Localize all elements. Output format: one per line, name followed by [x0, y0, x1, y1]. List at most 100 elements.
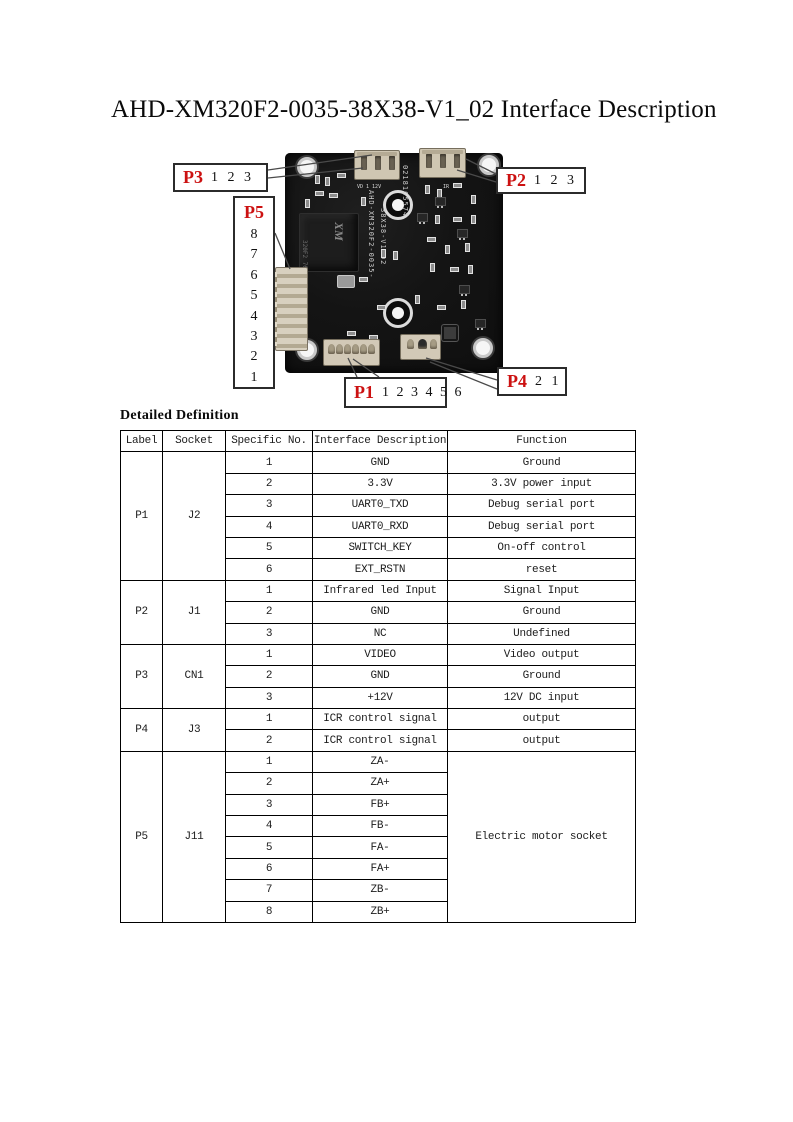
pin-number: 8 [250, 227, 258, 242]
pin-number: 1 [250, 369, 258, 385]
connector-label: P1 [354, 382, 374, 402]
smd-component [337, 173, 346, 178]
cell-specific-no: 1 [225, 579, 313, 603]
cell-interface-description: FB- [312, 815, 448, 838]
smd-component [381, 249, 386, 258]
column-header: Function [447, 429, 636, 453]
cell-specific-no: 3 [225, 622, 313, 645]
silkscreen-conn-left: VD 1 12V [357, 184, 382, 190]
cell-specific-no: 1 [225, 750, 313, 774]
smd-component [461, 300, 466, 309]
silkscreen-model-line2: 38X38-V1.02 [379, 208, 387, 266]
pin-bump [360, 344, 367, 354]
pin-bump [418, 339, 427, 349]
smd-component [465, 243, 470, 252]
label-box-p2: P2 1 2 3 [496, 167, 586, 194]
cell-interface-description: FB+ [312, 793, 448, 817]
cell-interface-description: FA+ [312, 857, 448, 881]
connector-j3-icr [400, 334, 441, 360]
cell-label: P3 [120, 643, 163, 710]
cell-interface-description: ICR control signal [312, 708, 448, 731]
cell-function: Ground [447, 451, 636, 474]
cell-socket: J11 [162, 750, 226, 923]
cell-interface-description: NC [312, 622, 448, 645]
cell-interface-description: ICR control signal [312, 729, 448, 752]
smd-component [315, 191, 324, 196]
cell-function: Electric motor socket [447, 750, 636, 923]
pin-slot [454, 154, 460, 168]
cell-socket: J1 [162, 579, 226, 645]
cell-interface-description: UART0_RXD [312, 515, 448, 538]
cell-specific-no: 8 [225, 900, 313, 923]
cell-specific-no: 1 [225, 451, 313, 474]
smd-component [450, 267, 459, 272]
pin-number: 4 [250, 308, 258, 324]
smd-component [305, 199, 310, 208]
cell-interface-description: VIDEO [312, 643, 448, 667]
cell-interface-description: UART0_TXD [312, 494, 448, 517]
cell-function: Signal Input [447, 579, 636, 603]
smd-component [453, 183, 462, 188]
ic-component [457, 229, 468, 240]
column-header: Socket [162, 429, 226, 453]
cell-function: Undefined [447, 622, 636, 645]
cell-function: Ground [447, 665, 636, 688]
cell-specific-no: 7 [225, 879, 313, 902]
pin-numbers: 1 2 3 4 5 6 [382, 384, 464, 400]
cell-specific-no: 4 [225, 515, 313, 538]
cell-function: Video output [447, 643, 636, 667]
smd-component [329, 193, 338, 198]
cell-function: On-off control [447, 536, 636, 560]
cell-specific-no: 2 [225, 772, 313, 795]
pin-number: 3 [250, 329, 258, 345]
pin-slot [426, 154, 432, 168]
cell-specific-no: 1 [225, 643, 313, 667]
cell-interface-description: GND [312, 601, 448, 624]
ic-component [435, 197, 446, 208]
center-hole [383, 298, 413, 328]
ic-component [459, 285, 470, 296]
pin-numbers: 1 2 3 [211, 169, 254, 185]
cell-specific-no: 3 [225, 686, 313, 710]
smd-component [347, 331, 356, 336]
cell-specific-no: 3 [225, 793, 313, 817]
smd-component [430, 263, 435, 272]
smd-component [471, 195, 476, 204]
cell-specific-no: 2 [225, 601, 313, 624]
chip-logo: XM [332, 222, 347, 241]
inductor [442, 325, 458, 341]
cell-specific-no: 1 [225, 708, 313, 731]
pcb-figure: XM 320F2 76160508 0218165574 AHD-XM320F2… [160, 145, 603, 425]
smd-component [361, 197, 366, 206]
connector-label: P4 [507, 371, 527, 391]
pin-bump [336, 344, 343, 354]
oscillator [337, 275, 355, 288]
pin-number: 7 [250, 247, 258, 263]
cell-interface-description: ZA- [312, 750, 448, 774]
cell-interface-description: +12V [312, 686, 448, 710]
cell-interface-description: GND [312, 665, 448, 688]
pin-number: 2 [250, 349, 258, 365]
cell-specific-no: 6 [225, 857, 313, 881]
cell-socket: CN1 [162, 643, 226, 710]
smd-component [471, 215, 476, 224]
smd-component [393, 251, 398, 260]
cell-function: Ground [447, 601, 636, 624]
cell-specific-no: 5 [225, 836, 313, 859]
smd-component [453, 217, 462, 222]
pin-slot [389, 156, 395, 170]
main-chip: XM 320F2 76160508 [299, 213, 359, 291]
smd-component [377, 305, 386, 310]
cell-function: 3.3V power input [447, 472, 636, 496]
smd-component [325, 177, 330, 186]
cell-function: reset [447, 558, 636, 581]
